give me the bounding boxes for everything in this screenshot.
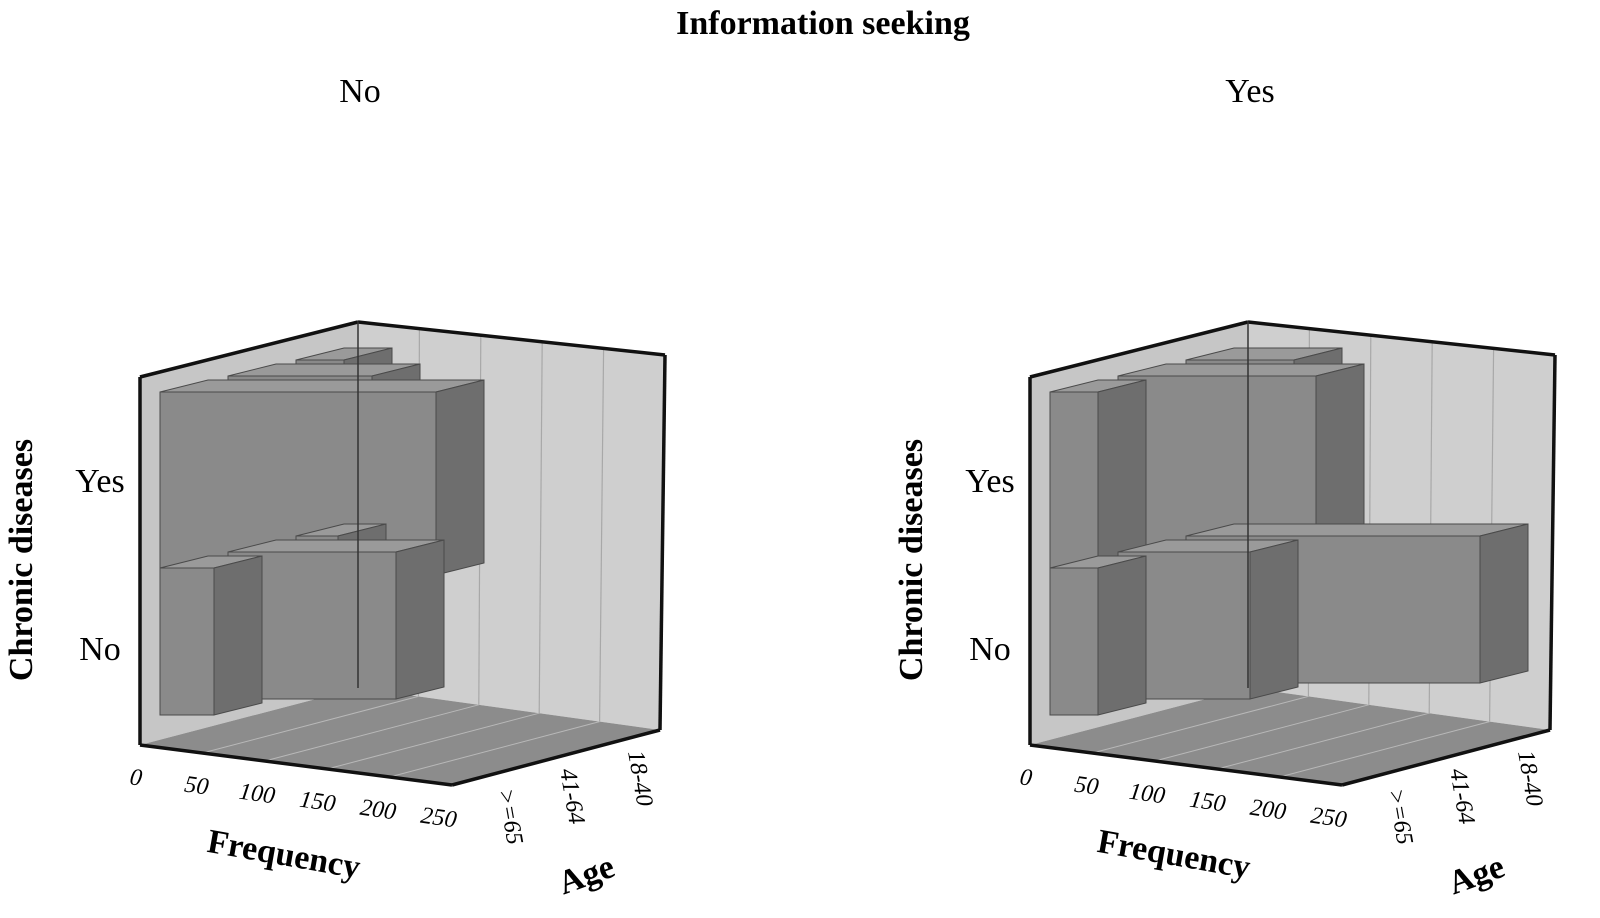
floor-gridline <box>1217 712 1430 770</box>
bar-yes->=65 <box>1049 379 1147 576</box>
floor-gridline <box>1092 695 1309 754</box>
y-tick-label: Yes <box>75 463 124 500</box>
x-tick-label: 0 <box>128 764 144 791</box>
floor-gridline <box>202 695 419 754</box>
x-tick-label: 200 <box>358 795 397 826</box>
x-tick-label: 50 <box>1073 772 1100 801</box>
frame-edge <box>1029 320 1249 379</box>
frame-edge <box>357 320 666 357</box>
panel-label: Yes <box>1225 73 1274 110</box>
bar-side-face <box>213 555 263 716</box>
floor-gridline <box>1279 721 1490 778</box>
depth-tick-label: 41-64 <box>554 767 589 827</box>
panel-label: No <box>339 73 381 110</box>
depth-tick-label: 41-64 <box>1444 767 1479 827</box>
floor-gridline <box>1154 704 1369 762</box>
bar-side-face <box>1479 523 1529 684</box>
depth-axis-label: Age <box>1443 848 1509 902</box>
x-tick-label: 150 <box>1188 787 1227 818</box>
x-tick-label: 100 <box>237 779 276 810</box>
floor-gridline <box>327 712 540 770</box>
bar-front-face <box>159 567 215 716</box>
gridline <box>538 341 543 714</box>
x-axis-label: Frequency <box>205 823 363 886</box>
x-tick-label: 250 <box>1309 803 1348 834</box>
bar-side-face <box>1097 379 1147 576</box>
frame-edge <box>1341 728 1551 787</box>
frame-edge <box>139 743 453 787</box>
x-axis-label: Frequency <box>1095 823 1253 886</box>
depth-tick-label: >=65 <box>1382 787 1417 847</box>
figure-title: Information seeking <box>676 5 970 42</box>
floor-gridline <box>389 721 600 778</box>
depth-tick-label: 18-40 <box>1512 749 1547 809</box>
x-tick-label: 100 <box>1127 779 1166 810</box>
bar-no->=65 <box>1049 555 1147 716</box>
frame-edge <box>1247 320 1556 357</box>
x-tick-label: 50 <box>183 772 210 801</box>
y-axis-label: Chronic diseases <box>3 439 40 681</box>
bar-top-face <box>159 379 485 393</box>
bar-side-face <box>1249 539 1299 700</box>
x-tick-label: 200 <box>1248 795 1287 826</box>
frame-edge <box>658 354 667 731</box>
x-tick-label: 150 <box>298 787 337 818</box>
gridline <box>599 348 605 722</box>
y-tick-label: No <box>79 631 121 668</box>
bar-front-face <box>1049 391 1099 576</box>
frame-edge <box>1029 743 1343 787</box>
y-axis-label: Chronic diseases <box>893 439 930 681</box>
y-tick-label: Yes <box>965 463 1014 500</box>
frame-edge <box>1548 354 1557 731</box>
depth-axis-label: Age <box>553 848 619 902</box>
x-tick-label: 0 <box>1018 764 1034 791</box>
bar-no->=65 <box>159 555 263 716</box>
bar-top-face <box>1185 523 1529 537</box>
bar-side-face <box>395 539 445 700</box>
y-tick-label: No <box>969 631 1011 668</box>
depth-tick-label: 18-40 <box>622 749 657 809</box>
frame-edge <box>451 728 661 787</box>
depth-tick-label: >=65 <box>492 787 527 847</box>
floor-gridline <box>264 704 479 762</box>
bar-front-face <box>1049 567 1099 716</box>
bar-side-face <box>1097 555 1147 716</box>
x-tick-label: 250 <box>419 803 458 834</box>
frame-edge <box>139 320 359 379</box>
